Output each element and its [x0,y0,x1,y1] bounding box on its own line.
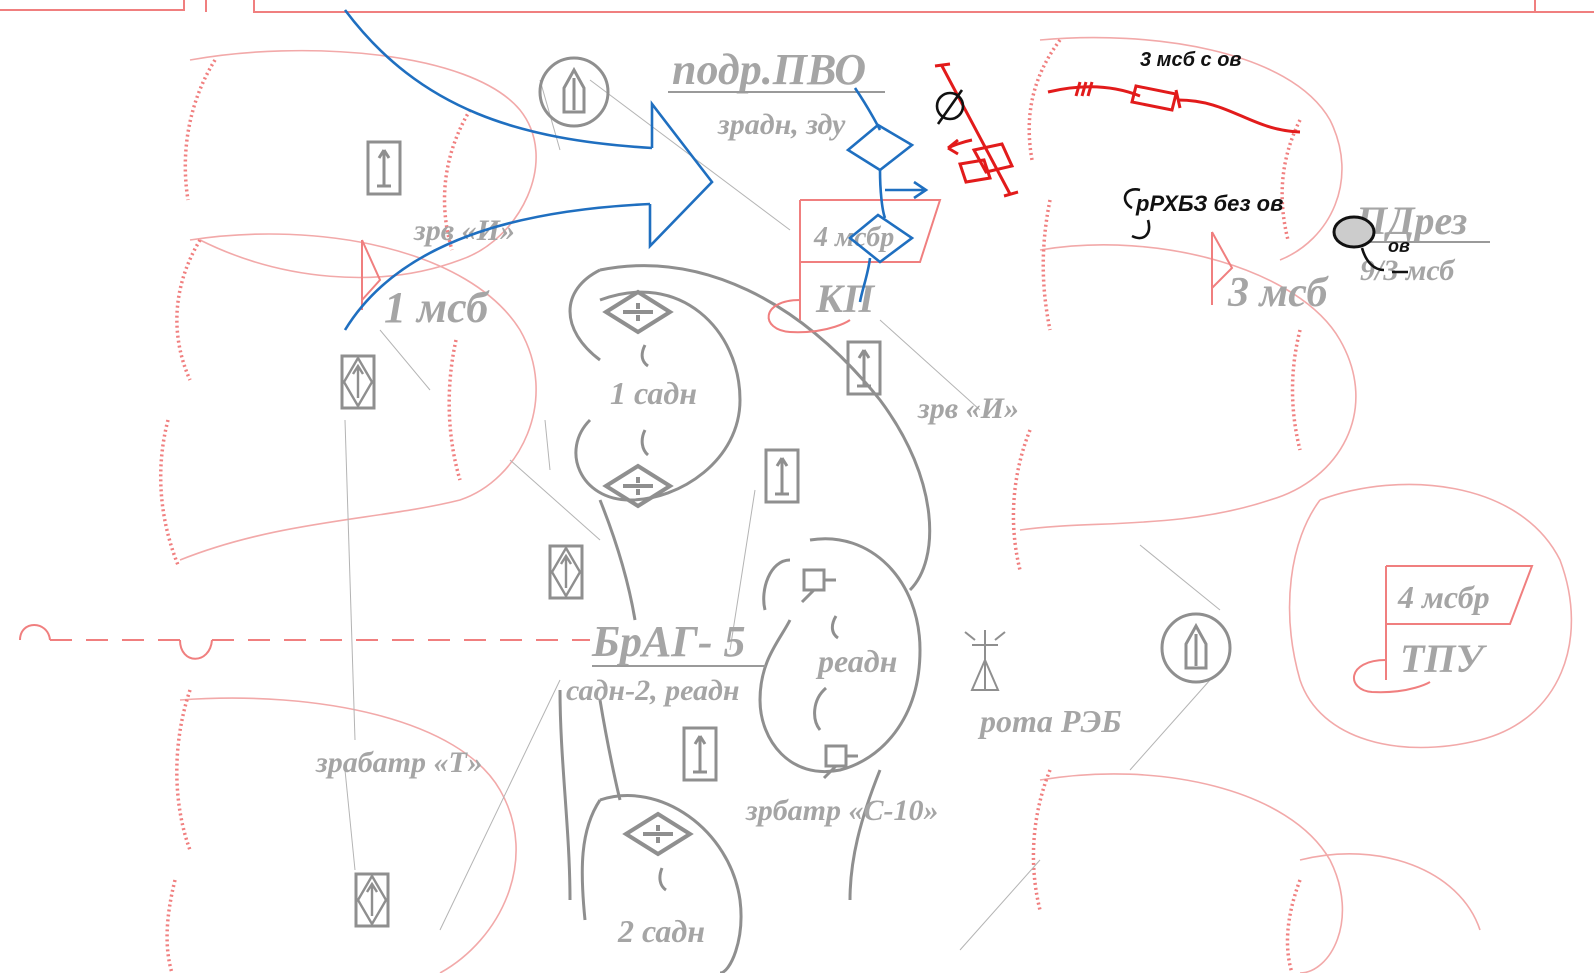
ew-antenna-icon [964,630,1006,691]
ov-label: ов [1388,236,1410,256]
red-overlay-label: 3 мсб с ов [1140,49,1242,71]
brag-sub-label: садн-2, реадн [566,674,740,707]
zrv-i-left-label: зрв «И» [413,214,515,247]
sadn-1-label: 1 садн [610,375,697,411]
rkhbz-label: рРХБЗ без ов [1135,191,1283,216]
sam-symbol-3 [354,872,390,928]
tpu-label: ТПУ [1400,636,1488,681]
enemy-attack-arrows [343,9,929,331]
air-defense-icon-1 [538,56,610,128]
brigade-cp-number: 4 мсбр [813,222,894,253]
sadn-2-label: 2 садн [617,913,705,949]
zrabatr-t-label: зрабатр «Т» [315,746,483,779]
air-defense-sub-label: зрадн, зду [717,108,846,141]
chemical-overlay [934,62,1301,198]
zrv-i-right-label: зрв «И» [917,392,1019,425]
air-defense-unit-label: подр.ПВО [672,45,866,94]
command-flag-tpu [1353,565,1534,694]
command-flag-3 [1211,231,1234,305]
black-overlay [935,89,1408,274]
tpu-number: 4 мсбр [1397,579,1490,615]
msb-1-label: 1 мсб [384,283,490,332]
brag-label: БрАГ- 5 [591,617,746,666]
zrbatr-s10-label: зрбатр «С-10» [745,794,939,827]
rota-reb-label: рота РЭБ [977,703,1122,739]
radar-icon-1 [800,568,838,604]
rocket-symbol-4 [682,726,718,782]
boundary-line [19,624,590,660]
top-frame [0,0,1594,13]
radar-icon-2 [822,744,860,780]
artillery-icon-1 [604,290,672,334]
air-defense-icon-2 [1160,612,1232,684]
command-flag-icon-1 [767,199,942,334]
msb-3-label: 3 мсб [1227,270,1329,316]
brigade-cp-label: КП [815,276,876,321]
sam-symbol-2 [548,544,584,600]
pdrez-sub-label: 9/3 мсб [1360,254,1455,287]
sam-symbol-1 [340,354,376,410]
readn-label: реадн [815,643,897,679]
rocket-symbol-1 [366,140,402,196]
defensive-positions [158,36,1573,973]
leader-lines [344,79,1221,951]
rocket-symbol-3 [764,448,800,504]
unit-areas [558,264,932,973]
artillery-icon-3 [624,812,692,856]
command-flag-2 [361,239,382,310]
